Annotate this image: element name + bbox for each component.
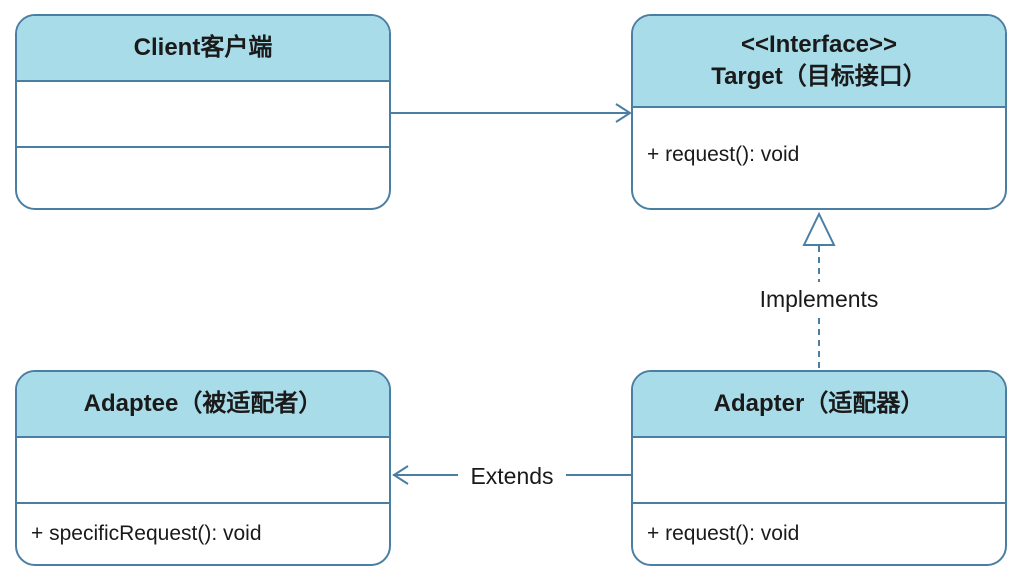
implements-label: Implements (760, 286, 879, 312)
client-class-header: Client客户端 (17, 16, 389, 82)
implements-triangle (802, 211, 836, 246)
extends-label: Extends (470, 463, 553, 489)
extends-arrowhead (392, 465, 409, 485)
adapter-class-header: Adapter（适配器） (633, 372, 1005, 438)
adaptee-class-box: Adaptee（被适配者） + specificRequest(): void (15, 370, 391, 566)
target-method: + request(): void (647, 143, 800, 166)
adapter-attributes-section (633, 438, 1005, 504)
client-methods-section (17, 148, 389, 208)
adaptee-attributes-section (17, 438, 389, 504)
target-interface-header: <<Interface>> Target（目标接口） (633, 16, 1005, 108)
target-interface-title: Target（目标接口） (711, 63, 927, 90)
association-arrowhead (615, 103, 632, 123)
adaptee-class-title: Adaptee（被适配者） (83, 390, 323, 417)
client-attributes-section (17, 82, 389, 148)
target-methods-section: + request(): void (633, 108, 1005, 208)
adapter-methods-section: + request(): void (633, 504, 1005, 564)
client-class-box: Client客户端 (15, 14, 391, 210)
adaptee-method: + specificRequest(): void (31, 522, 262, 545)
target-stereotype: <<Interface>> (740, 31, 898, 58)
adapter-method: + request(): void (647, 522, 800, 545)
adapter-class-box: Adapter（适配器） + request(): void (631, 370, 1007, 566)
adapter-class-title: Adapter（适配器） (713, 390, 925, 417)
adaptee-methods-section: + specificRequest(): void (17, 504, 389, 564)
adaptee-class-header: Adaptee（被适配者） (17, 372, 389, 438)
client-class-title: Client客户端 (133, 34, 273, 61)
target-interface-box: <<Interface>> Target（目标接口） + request(): … (631, 14, 1007, 210)
